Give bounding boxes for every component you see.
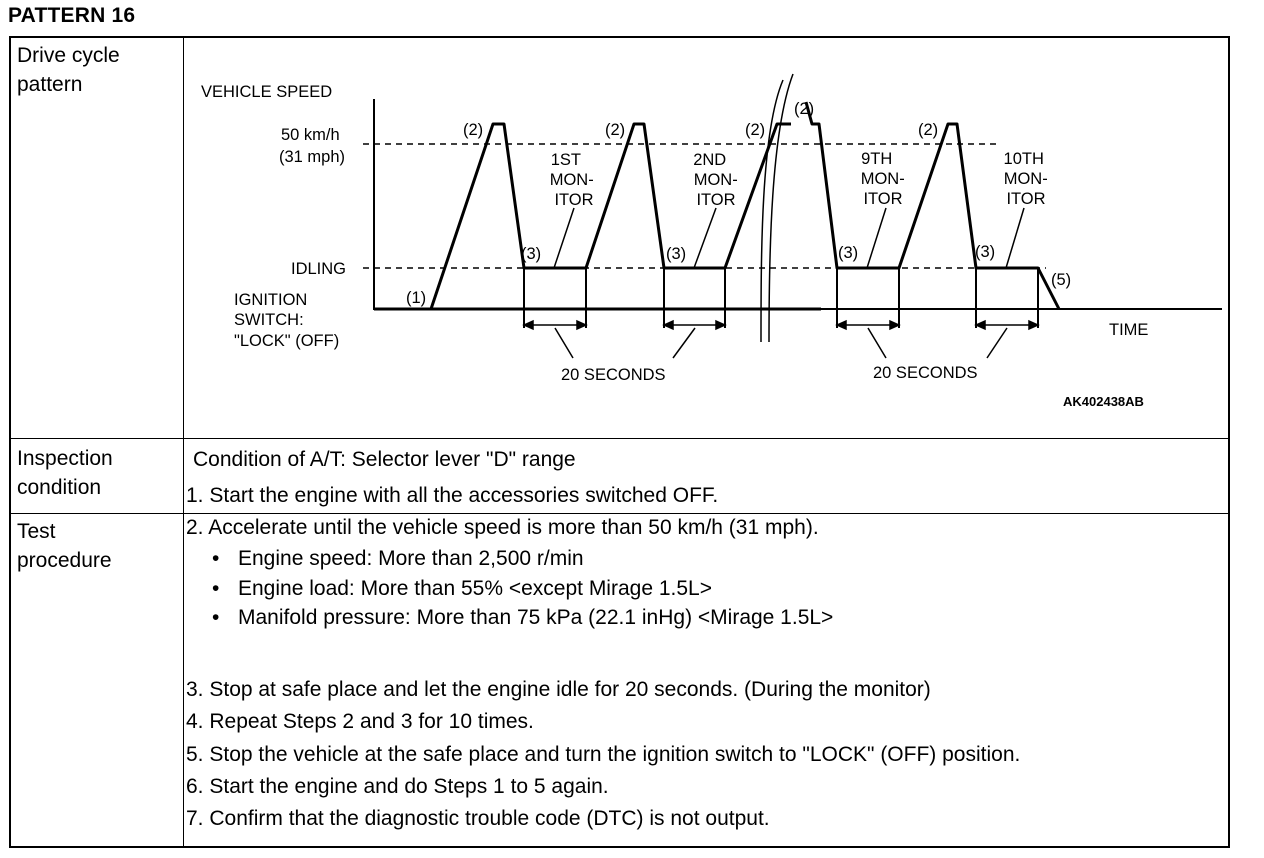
step-tag-3: (3): [975, 243, 995, 261]
step-tag-2: (2): [463, 121, 483, 139]
step-tag-3: (3): [521, 245, 541, 263]
step-tag-5: (5): [1051, 271, 1071, 289]
dimension-arrow: [522, 319, 1040, 331]
monitor-label-1: 1ST MON- ITOR: [550, 151, 599, 209]
leader-line: [553, 207, 1025, 359]
drive-cycle-label: Drive cycle pattern: [17, 44, 120, 96]
test-procedure-steps-continued: 3. Stop at safe place and let the engine…: [186, 674, 1020, 835]
bullet-icon: •: [212, 547, 220, 571]
procedure-step: 1. Start the engine with all the accesso…: [186, 484, 719, 507]
step-tag-2: (2): [794, 100, 814, 118]
monitor-box-10: [975, 268, 1039, 328]
ignition-label: IGNITION: [234, 291, 307, 309]
condition-item: •Engine load: More than 55% <except Mira…: [212, 574, 833, 604]
pattern-table: Drive cycle pattern: [9, 36, 1230, 848]
step-tag-2: (2): [745, 121, 765, 139]
monitor-box-1: [523, 268, 587, 328]
figure-id: AK402438AB: [1063, 394, 1144, 409]
row-divider: [11, 513, 1228, 514]
procedure-step: 2. Accelerate until the vehicle speed is…: [186, 512, 833, 629]
step-tag-2: (2): [918, 121, 938, 139]
condition-item: •Manifold pressure: More than 75 kPa (22…: [212, 603, 833, 633]
monitor-label-9: 9TH MON- ITOR: [861, 150, 910, 208]
page-heading: PATTERN 16: [8, 4, 136, 27]
step-2-conditions: •Engine speed: More than 2,500 r/min •En…: [186, 544, 833, 633]
test-procedure-steps: 1. Start the engine with all the accesso…: [186, 480, 833, 629]
step-tag-1: (1): [406, 289, 426, 307]
time-break-mark: [768, 73, 794, 343]
speed-mph-label: (31 mph): [279, 148, 345, 166]
column-divider: [183, 38, 184, 846]
twenty-seconds-label: 20 SECONDS: [561, 366, 666, 384]
procedure-step: 3. Stop at safe place and let the engine…: [186, 678, 931, 701]
procedure-step: 6. Start the engine and do Steps 1 to 5 …: [186, 774, 609, 798]
ignition-label: "LOCK" (OFF): [234, 332, 339, 350]
monitor-box-9: [836, 268, 900, 328]
time-label: TIME: [1109, 321, 1148, 339]
speed-trace: [429, 101, 1061, 310]
monitor-label-2: 2ND MON- ITOR: [693, 151, 742, 209]
bullet-icon: •: [212, 576, 220, 600]
row-divider: [11, 438, 1228, 439]
inspection-condition-text: Condition of A/T: Selector lever "D" ran…: [193, 448, 576, 471]
procedure-step: 7. Confirm that the diagnostic trouble c…: [186, 807, 770, 831]
monitor-box-2: [663, 268, 726, 328]
ignition-label: SWITCH:: [234, 311, 304, 329]
procedure-step: 4. Repeat Steps 2 and 3 for 10 times.: [186, 710, 534, 734]
twenty-seconds-label: 20 SECONDS: [873, 364, 978, 382]
procedure-step: 5. Stop the vehicle at the safe place an…: [186, 742, 1021, 766]
step-tag-2: (2): [605, 121, 625, 139]
vehicle-speed-label: VEHICLE SPEED: [201, 83, 332, 101]
inspection-condition-label: Inspection condition: [17, 447, 113, 499]
test-procedure-label: Test procedure: [17, 520, 112, 572]
bullet-icon: •: [212, 606, 220, 630]
speed-km-label: 50 km/h: [281, 126, 340, 144]
monitor-label-10: 10TH MON- ITOR: [1004, 150, 1053, 208]
time-break-mark: [760, 79, 784, 343]
step-tag-3: (3): [666, 245, 686, 263]
condition-item: •Engine speed: More than 2,500 r/min: [212, 544, 833, 574]
drive-cycle-diagram: VEHICLE SPEED 50 km/h (31 mph) IDLING IG…: [201, 73, 1222, 409]
idling-label: IDLING: [291, 260, 346, 278]
step-tag-3: (3): [838, 244, 858, 262]
